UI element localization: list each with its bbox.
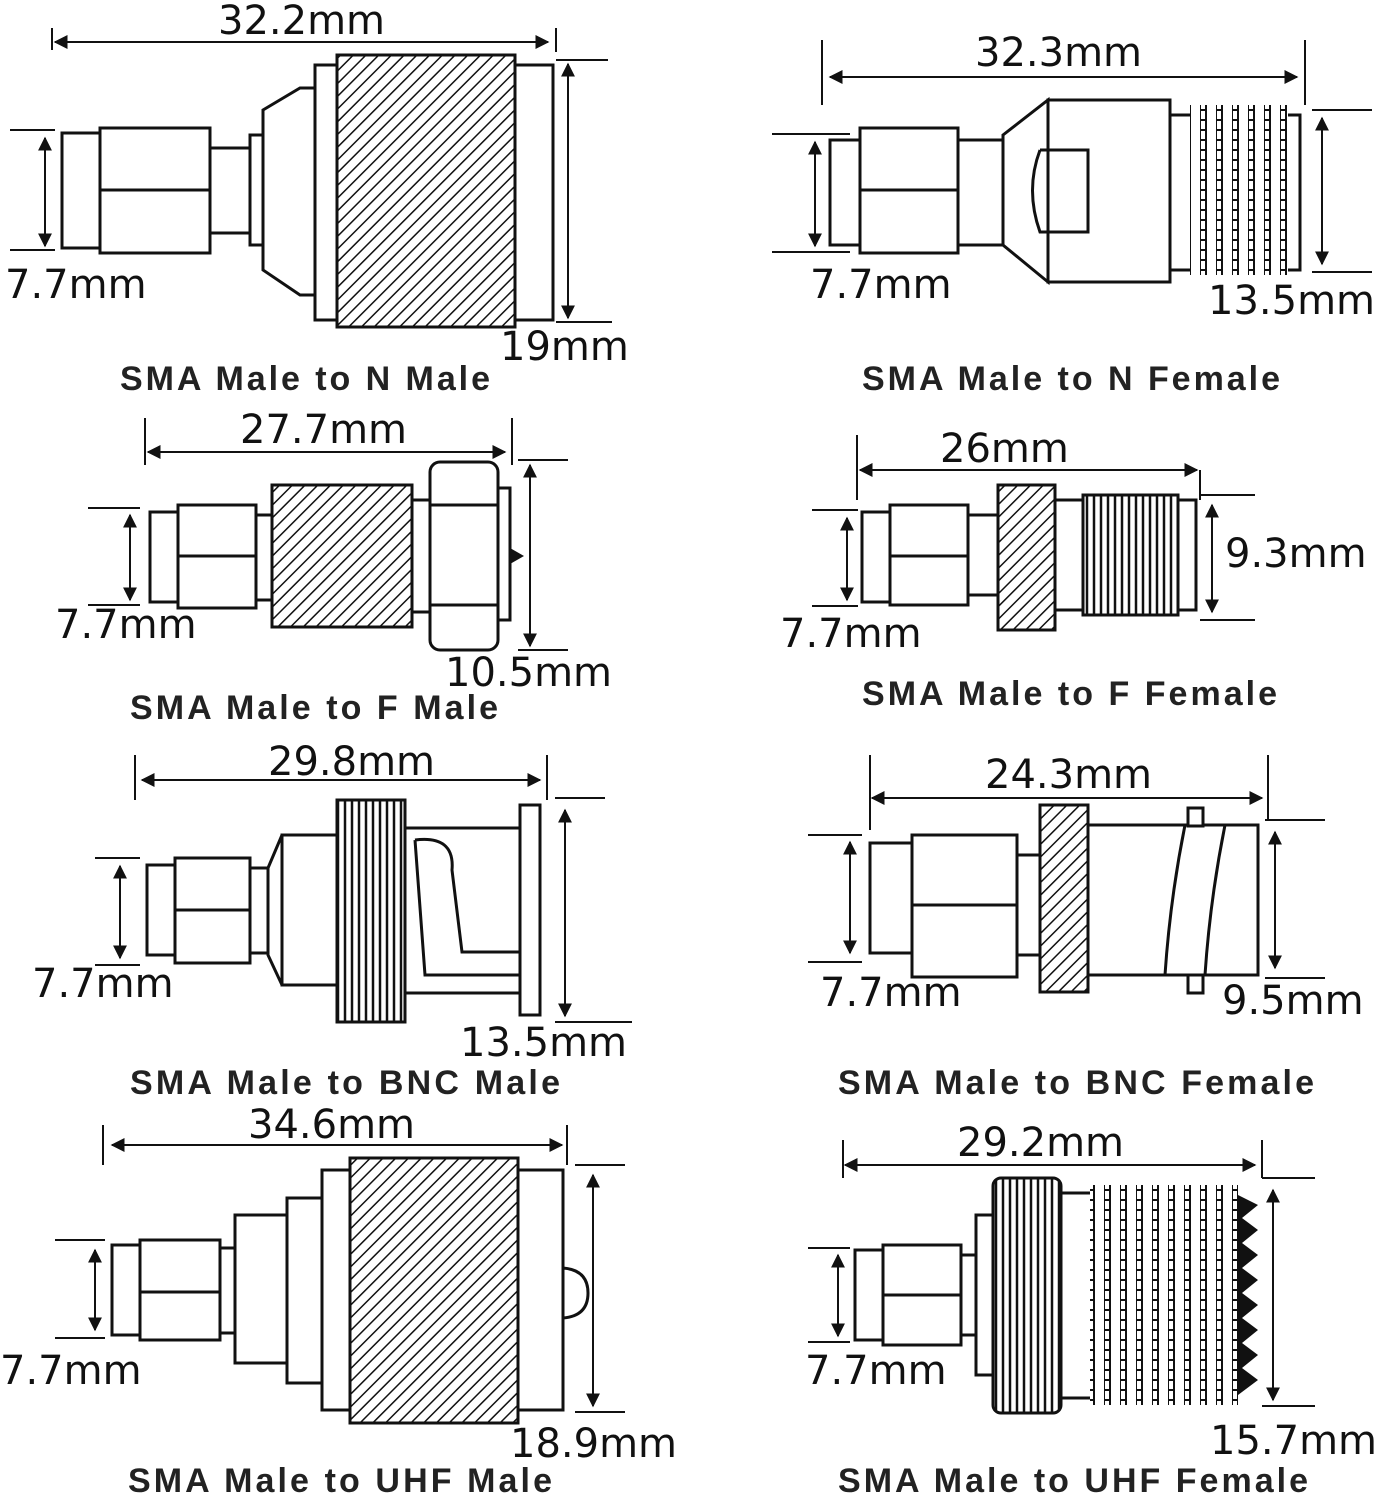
sma-diameter-label: 7.7mm <box>32 961 174 1007</box>
sma-diameter-label: 7.7mm <box>810 262 952 308</box>
sma-diameter-label: 7.7mm <box>5 262 147 308</box>
panel-sma-to-f-female: 26mm 7.7mm 9.3mm SMA Male to F Female <box>780 426 1367 713</box>
sma-diameter-label: 7.7mm <box>0 1348 142 1394</box>
end-diameter-label: 9.3mm <box>1225 531 1367 577</box>
sma-diameter-label: 7.7mm <box>55 602 197 648</box>
length-label: 29.8mm <box>268 739 435 785</box>
panel-sma-to-f-male: 27.7mm 7.7mm 10.5mm SMA Male to F Male <box>55 407 612 727</box>
panel-title: SMA Male to BNC Female <box>838 1064 1314 1102</box>
sma-diameter-label: 7.7mm <box>805 1348 947 1394</box>
length-label: 24.3mm <box>985 752 1152 798</box>
panel-sma-to-uhf-male: 34.6mm 7.7mm 18.9mm SMA Male to UHF Male <box>0 1102 677 1500</box>
sma-diameter-label: 7.7mm <box>820 970 962 1016</box>
length-label: 29.2mm <box>957 1120 1124 1166</box>
end-diameter-label: 10.5mm <box>445 650 612 696</box>
end-diameter-label: 9.5mm <box>1222 978 1364 1024</box>
panel-sma-to-n-male: 32.2mm 7.7mm 19mm SMA Male to N Male <box>5 0 629 398</box>
panel-title: SMA Male to N Female <box>862 360 1280 398</box>
panel-sma-to-uhf-female: 29.2mm 7.7mm 15.7mm SMA Male to UHF Fema… <box>805 1120 1377 1500</box>
end-diameter-label: 13.5mm <box>1208 278 1375 324</box>
panel-sma-to-bnc-male: 29.8mm 7.7mm 13.5mm SMA Male to BNC Male <box>32 739 632 1102</box>
end-diameter-label: 19mm <box>500 324 629 370</box>
length-label: 32.2mm <box>218 0 385 44</box>
panel-title: SMA Male to UHF Male <box>128 1462 552 1500</box>
length-label: 26mm <box>940 426 1069 472</box>
panel-title: SMA Male to F Male <box>130 689 498 727</box>
panel-title: SMA Male to UHF Female <box>838 1462 1308 1500</box>
panel-title: SMA Male to N Male <box>120 360 490 398</box>
end-diameter-label: 13.5mm <box>460 1020 627 1066</box>
end-diameter-label: 18.9mm <box>510 1421 677 1467</box>
panel-sma-to-n-female: 32.3mm 7.7mm 13.5mm SMA Male to N Female <box>772 30 1375 398</box>
panel-title: SMA Male to BNC Male <box>130 1064 560 1102</box>
end-diameter-label: 15.7mm <box>1210 1418 1377 1464</box>
length-label: 27.7mm <box>240 407 407 453</box>
length-label: 32.3mm <box>975 30 1142 76</box>
sma-diameter-label: 7.7mm <box>780 611 922 657</box>
panel-sma-to-bnc-female: 24.3mm 7.7mm 9.5mm SMA Male to BNC Femal… <box>808 752 1364 1102</box>
panel-title: SMA Male to F Female <box>862 675 1277 713</box>
length-label: 34.6mm <box>248 1102 415 1148</box>
